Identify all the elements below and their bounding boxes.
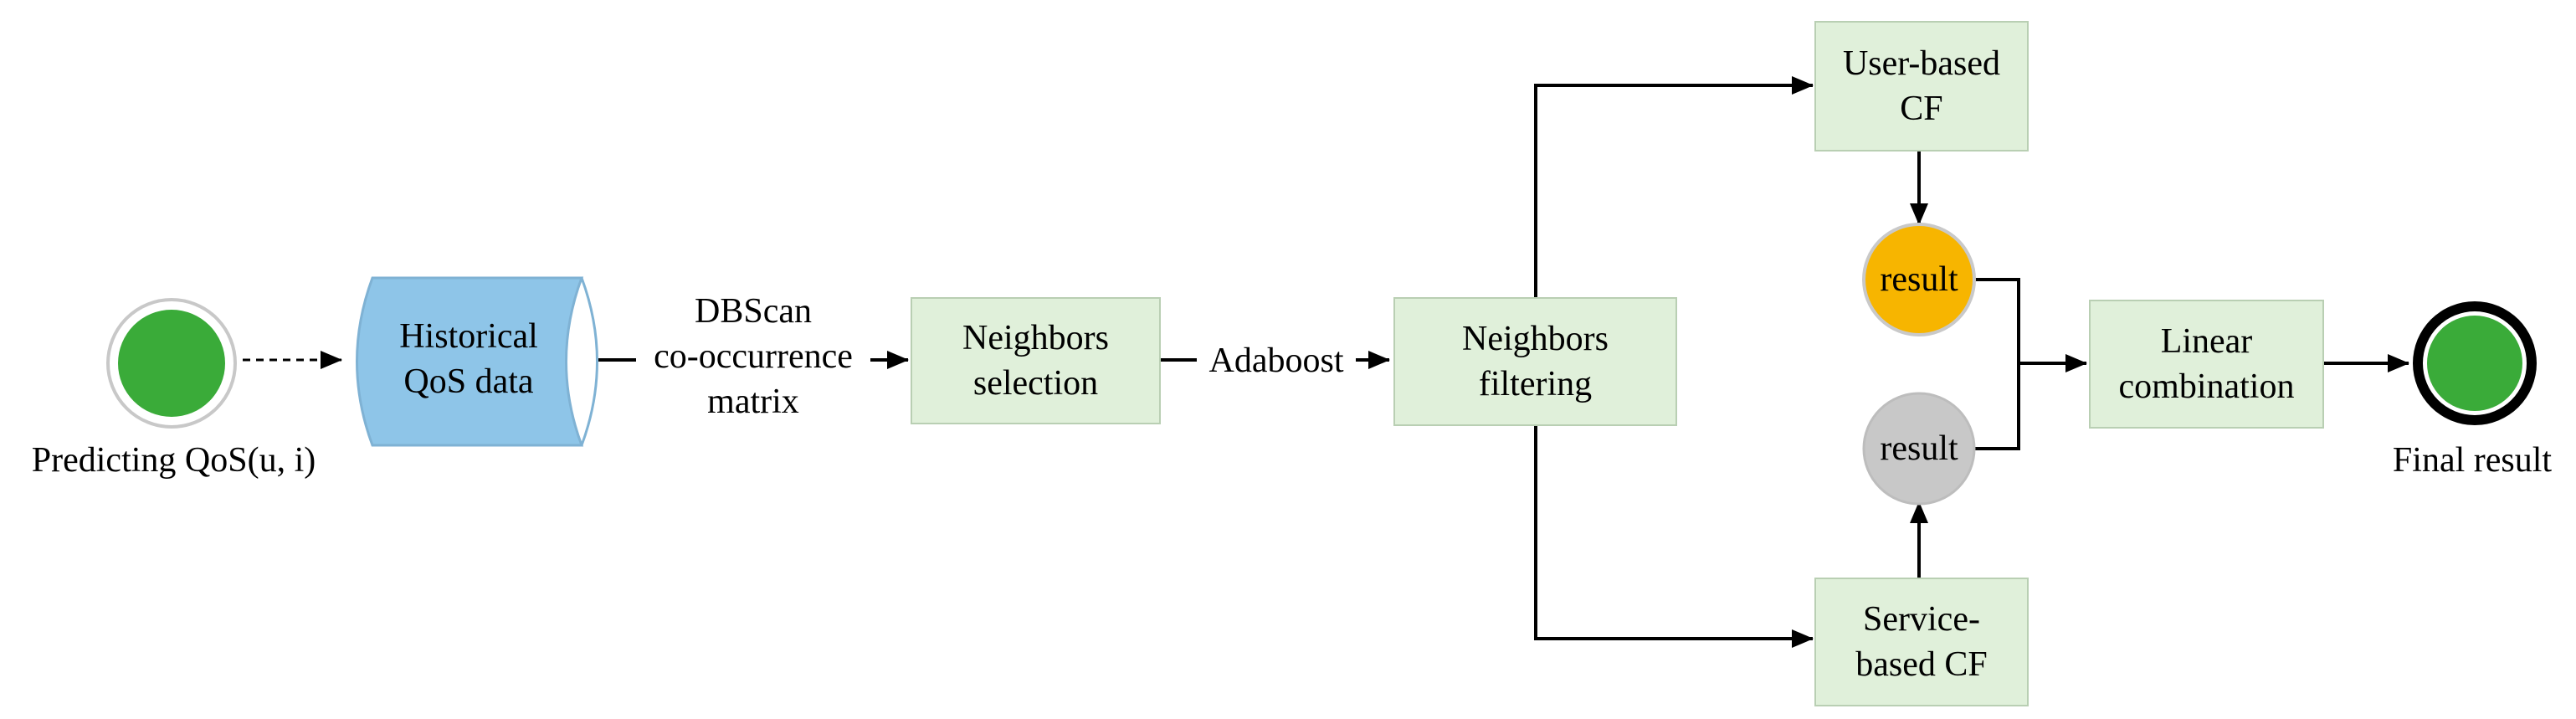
service-result-label: result [1880,429,1958,468]
start-node [106,298,237,429]
arrow-filtering-to-user-cf [1534,76,1814,298]
user-result-circle [1862,223,1976,336]
service-result-circle [1862,392,1976,506]
end-node-label: Final result [2392,441,2553,480]
service-based-cf-box: Service-based CF [1814,578,2029,706]
dbscan-label: DBScan co-occurrence matrix [636,289,870,424]
end-node [2413,301,2537,425]
user-result-label: result [1880,260,1958,299]
arrow-filtering-to-service-cf [1534,424,1814,648]
adaboost-label: Adaboost [1197,338,1356,383]
merge-line [1973,278,2020,450]
historical-qos-database [356,276,598,447]
database-label: Historical QoS data [399,317,538,401]
start-node-label: Predicting QoS(u, i) [31,441,316,480]
